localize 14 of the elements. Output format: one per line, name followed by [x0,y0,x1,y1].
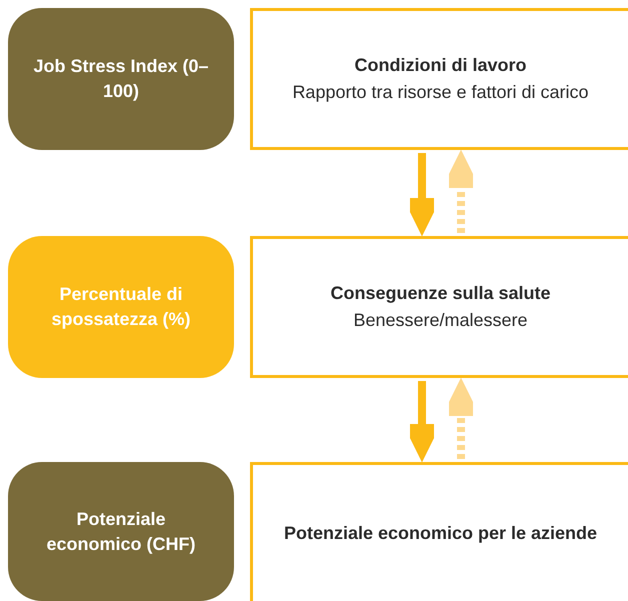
box-label: Potenziale economico (CHF) [45,508,196,556]
box-description: Benessere/malessere [353,309,528,332]
process-box [250,8,628,150]
index-box [8,8,234,150]
box-label: Job Stress Index (0–100) [32,55,210,103]
box-label: Percentuale di spossatezza (%) [50,283,192,331]
box-heading: Conseguenze sulla salute [330,282,551,305]
process-box [250,236,628,378]
index-box [8,462,234,601]
index-box [8,236,234,378]
box-heading: Condizioni di lavoro [354,54,526,77]
box-heading: Potenziale economico per le aziende [284,522,598,545]
process-box [250,462,628,601]
box-description: Rapporto tra risorse e fattori di carico [292,81,589,104]
